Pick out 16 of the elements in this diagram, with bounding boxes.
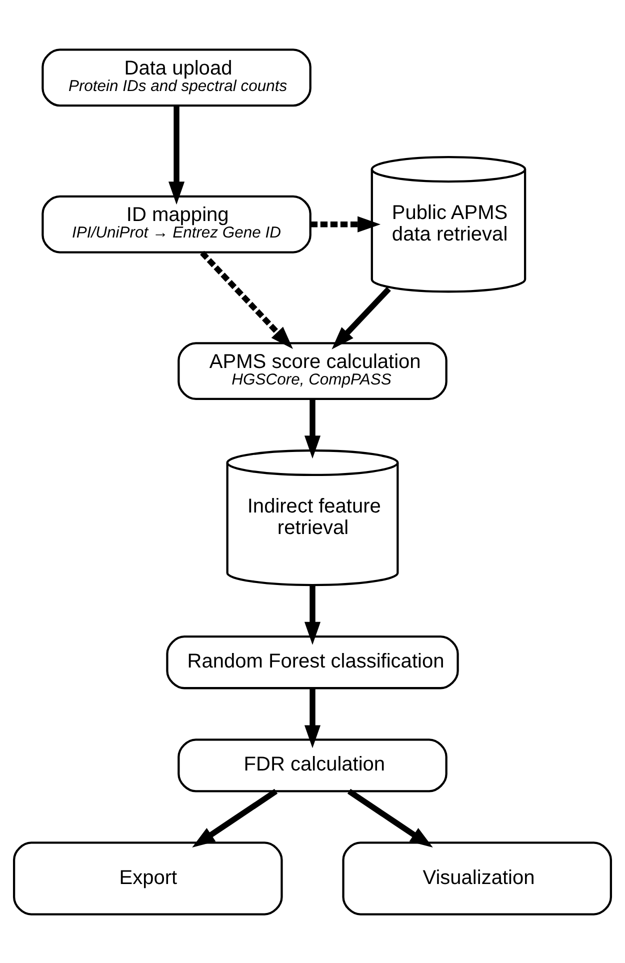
- node-box: Random Forest classification: [166, 635, 459, 689]
- arrow: [347, 788, 433, 847]
- arrow: [200, 250, 293, 348]
- arrow: [304, 584, 321, 644]
- node-box: ID mapping IPI/UniProt → Entrez Gene ID: [42, 194, 312, 253]
- node-box: APMS score calculation HGSCore, CompPASS: [178, 342, 448, 400]
- arrow: [192, 788, 278, 847]
- arrow: [304, 688, 321, 748]
- node-box: Export: [12, 841, 283, 915]
- arrow: [304, 399, 321, 458]
- arrow: [168, 106, 185, 204]
- node-box: FDR calculation: [178, 738, 448, 792]
- arrow: [310, 216, 381, 232]
- arrow: [332, 286, 391, 349]
- node-box: Data upload Protein IDs and spectral counts: [42, 48, 312, 106]
- node-box: Visualization: [342, 841, 612, 915]
